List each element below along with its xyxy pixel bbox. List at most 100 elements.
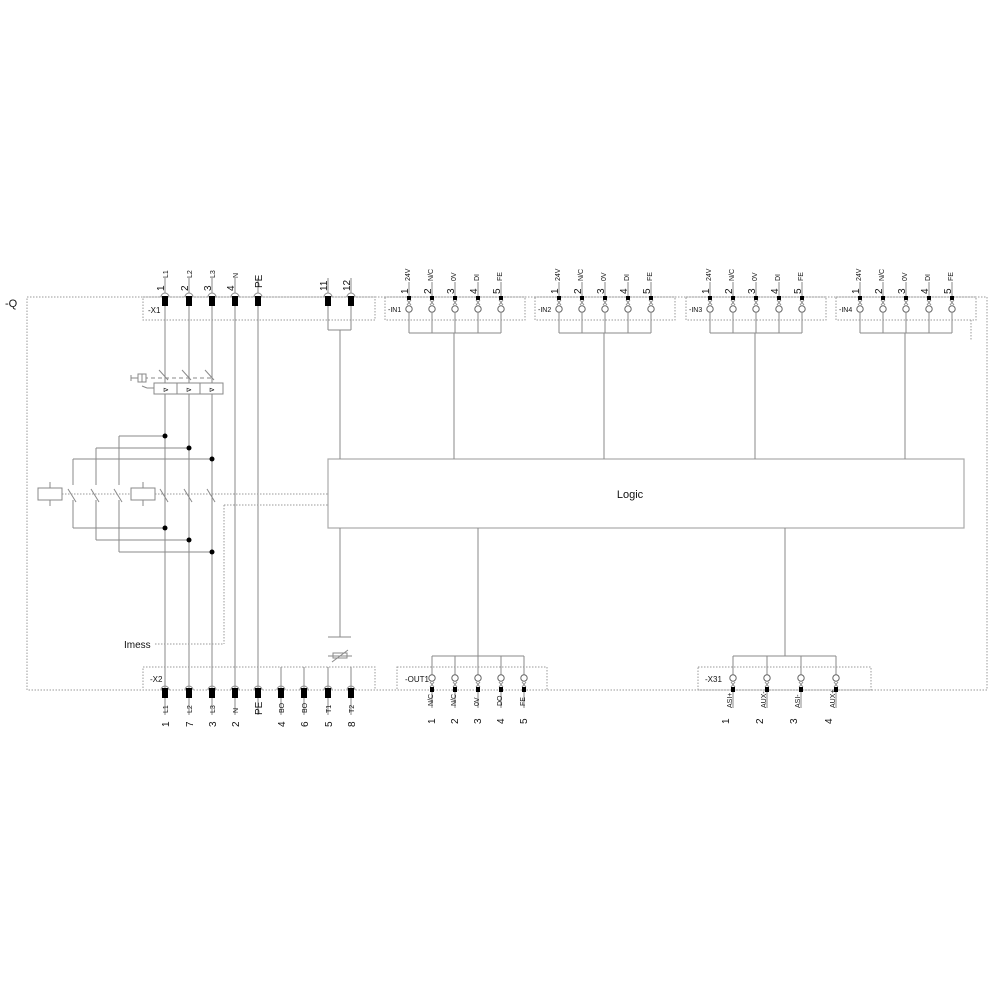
x2-label: -X2 [150, 675, 163, 684]
x1-block-outline [142, 296, 376, 321]
terminal-signal: L3 [210, 270, 217, 278]
x31-pin[interactable]: AUX+4 [824, 656, 840, 724]
out1-pin[interactable]: 0V3 [473, 656, 484, 724]
terminal-number: 3 [203, 285, 214, 291]
pin-number: 4 [824, 718, 835, 724]
terminal-signal: L2 [187, 270, 194, 278]
pin-signal: FE [798, 272, 805, 281]
out1-pin[interactable]: N/C1 [427, 656, 438, 724]
logic-block [327, 458, 965, 529]
x1-terminal[interactable]: PE [253, 274, 265, 306]
x2-terminal[interactable]: 6 BO [299, 685, 311, 727]
terminal-signal: N [233, 273, 240, 278]
x2-terminal[interactable]: 3L3 [207, 685, 219, 727]
terminal-number: 4 [226, 285, 237, 291]
x1-terminal[interactable]: L3 [207, 270, 217, 306]
x1-terminal[interactable]: N [230, 273, 240, 306]
x1-label: -X1 [148, 306, 161, 315]
input-pin[interactable]: 30V [596, 272, 609, 333]
x1-terminal[interactable] [323, 278, 333, 306]
input-pin[interactable]: 5FE [943, 272, 956, 333]
input-pin[interactable]: 4DI [770, 274, 783, 333]
x2-terminal[interactable]: 5T1 [323, 685, 335, 727]
terminal-number: 3 [208, 721, 219, 727]
out1-pin[interactable]: DO 4 [496, 656, 507, 724]
x1-terminal[interactable] [346, 278, 356, 306]
input-pin[interactable]: 5FE [793, 272, 806, 333]
x31-pin[interactable]: AUX-2 [755, 656, 771, 724]
input-pin[interactable]: 2N/C [423, 269, 436, 333]
pin-signal: N/C [428, 269, 435, 281]
pin-number: 4 [496, 718, 507, 724]
x1-terminal[interactable]: L2 [184, 270, 194, 306]
pin-number: 1 [721, 718, 732, 724]
input-pin[interactable]: 3 0V [747, 272, 760, 333]
pin-signal: 24V [405, 268, 412, 281]
pin-number: 2 [724, 288, 735, 294]
terminal-number: 12 [342, 279, 353, 291]
pin-number: 1 [851, 288, 862, 294]
pin-signal: DI [474, 274, 481, 281]
pin-signal: 24V [706, 268, 713, 281]
x2-terminal[interactable]: 1L1 [160, 685, 172, 727]
input-pin[interactable]: 2N/C [874, 269, 887, 333]
input-pin[interactable]: 5FE [642, 272, 655, 333]
x2-terminal[interactable]: 7L2 [184, 685, 196, 727]
input-pin[interactable]: 4DI [619, 274, 632, 333]
pin-number: 5 [519, 718, 530, 724]
x1-terminal[interactable]: L1 [160, 270, 170, 306]
x31-label: -X31 [705, 675, 722, 684]
pin-signal: DO [497, 695, 504, 706]
input-pin[interactable]: 30V [897, 272, 910, 333]
input-pin[interactable]: 4DI [920, 274, 933, 333]
pin-signal: 0V [752, 272, 759, 281]
x2-terminal[interactable]: 2N [230, 685, 242, 727]
pin-number: 4 [619, 288, 630, 294]
terminal-number: 4 [277, 721, 288, 727]
svg-text:⊳: ⊳ [163, 387, 169, 394]
x2-terminal[interactable]: 4 BO [276, 685, 288, 727]
out1-pin[interactable]: FE5 [519, 656, 530, 724]
out1-pin[interactable]: N/C2 [450, 656, 461, 724]
imess-label: Imess [124, 640, 151, 651]
pin-number: 3 [897, 288, 908, 294]
input-pin[interactable]: 30V [446, 272, 459, 333]
pin-number: 3 [596, 288, 607, 294]
terminal-number: 6 [300, 721, 311, 727]
input-pin[interactable]: 2N/C [573, 269, 586, 333]
terminal-signal: T1 [326, 705, 333, 713]
pin-signal: AUX- [761, 691, 768, 708]
input-pin[interactable]: 5FE [492, 272, 505, 333]
pin-number: 3 [747, 288, 758, 294]
pin-number: 5 [943, 288, 954, 294]
x31-pin[interactable]: ASI+1 [721, 656, 737, 724]
x2-terminal[interactable]: PE [253, 685, 265, 715]
terminal-signal: BO [279, 702, 286, 713]
pin-number: 2 [573, 288, 584, 294]
out1-block-outline [396, 666, 548, 691]
input-pin[interactable]: 2N/C [724, 269, 737, 333]
terminal-signal: PE [254, 274, 265, 288]
pin-number: 2 [450, 718, 461, 724]
terminal-signal: L2 [187, 705, 194, 713]
out1-label: -OUT1 [405, 675, 430, 684]
input-pin[interactable]: 4DI [469, 274, 482, 333]
terminal-signal: L1 [163, 270, 170, 278]
logic-label: Logic [617, 489, 644, 501]
x2-terminal[interactable]: 8T2 [346, 685, 358, 727]
terminal-signal: BO [302, 702, 309, 713]
output-wiring [432, 528, 836, 657]
pin-signal: 0V [474, 697, 481, 706]
pin-number: 2 [874, 288, 885, 294]
x31-pin[interactable]: ASI-3 [789, 656, 805, 724]
pin-number: 1 [427, 718, 438, 724]
